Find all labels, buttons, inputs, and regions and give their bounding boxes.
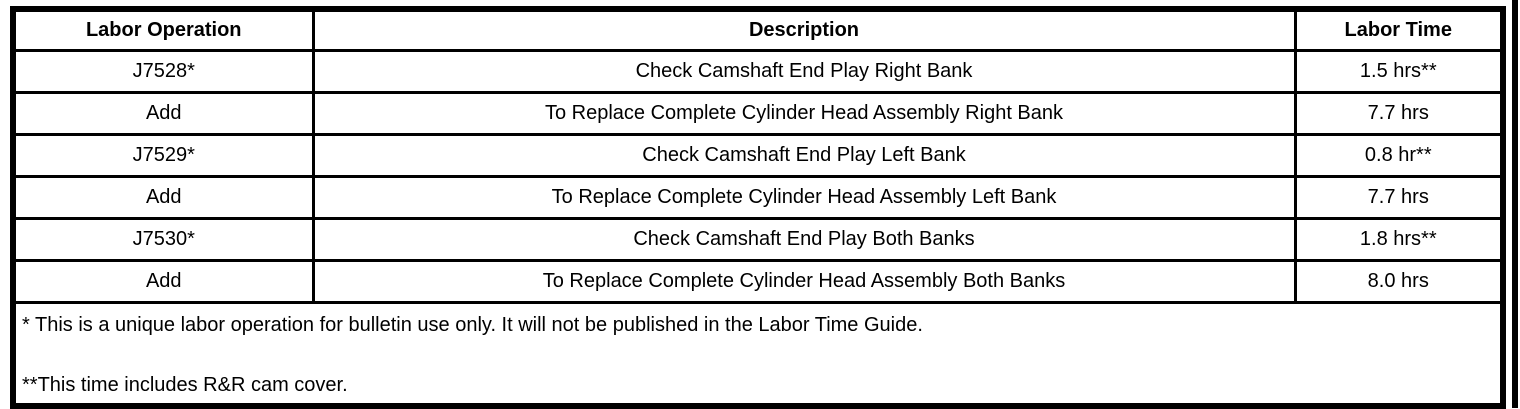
table-footnote-row: * This is a unique labor operation for b… — [11, 301, 1505, 408]
labor-operations-table: Labor Operation Description Labor Time J… — [10, 6, 1506, 409]
table-row: J7529* Check Camshaft End Play Left Bank… — [11, 133, 1505, 178]
cell-labor-time: 0.8 hr** — [1293, 133, 1505, 178]
cell-description: To Replace Complete Cylinder Head Assemb… — [311, 259, 1297, 304]
cell-labor-time: 1.5 hrs** — [1293, 49, 1505, 94]
footnote-double-asterisk: **This time includes R&R cam cover. — [22, 374, 348, 396]
cell-labor-time: 7.7 hrs — [1293, 91, 1505, 136]
cell-description: Check Camshaft End Play Right Bank — [311, 49, 1297, 94]
table-header-row: Labor Operation Description Labor Time — [11, 7, 1505, 52]
table-row: Add To Replace Complete Cylinder Head As… — [11, 91, 1505, 136]
cell-labor-operation: Add — [11, 259, 315, 304]
table-row: Add To Replace Complete Cylinder Head As… — [11, 175, 1505, 220]
cell-labor-operation: J7529* — [11, 133, 315, 178]
table-row: Add To Replace Complete Cylinder Head As… — [11, 259, 1505, 304]
cell-description: Check Camshaft End Play Both Banks — [311, 217, 1297, 262]
table-row: J7530* Check Camshaft End Play Both Bank… — [11, 217, 1505, 262]
cell-description: To Replace Complete Cylinder Head Assemb… — [311, 175, 1297, 220]
footnote-asterisk: * This is a unique labor operation for b… — [22, 314, 923, 336]
table-row: J7528* Check Camshaft End Play Right Ban… — [11, 49, 1505, 94]
cell-labor-operation: Add — [11, 91, 315, 136]
column-header-description: Description — [311, 7, 1297, 52]
cell-labor-time: 7.7 hrs — [1293, 175, 1505, 220]
page-frame-edge — [1512, 0, 1518, 408]
column-header-labor-time: Labor Time — [1293, 7, 1505, 52]
cell-labor-operation: J7528* — [11, 49, 315, 94]
cell-labor-time: 8.0 hrs — [1293, 259, 1505, 304]
footnote-cell: * This is a unique labor operation for b… — [11, 301, 1505, 408]
cell-description: To Replace Complete Cylinder Head Assemb… — [311, 91, 1297, 136]
cell-labor-time: 1.8 hrs** — [1293, 217, 1505, 262]
column-header-labor-operation: Labor Operation — [11, 7, 315, 52]
cell-labor-operation: Add — [11, 175, 315, 220]
cell-description: Check Camshaft End Play Left Bank — [311, 133, 1297, 178]
cell-labor-operation: J7530* — [11, 217, 315, 262]
